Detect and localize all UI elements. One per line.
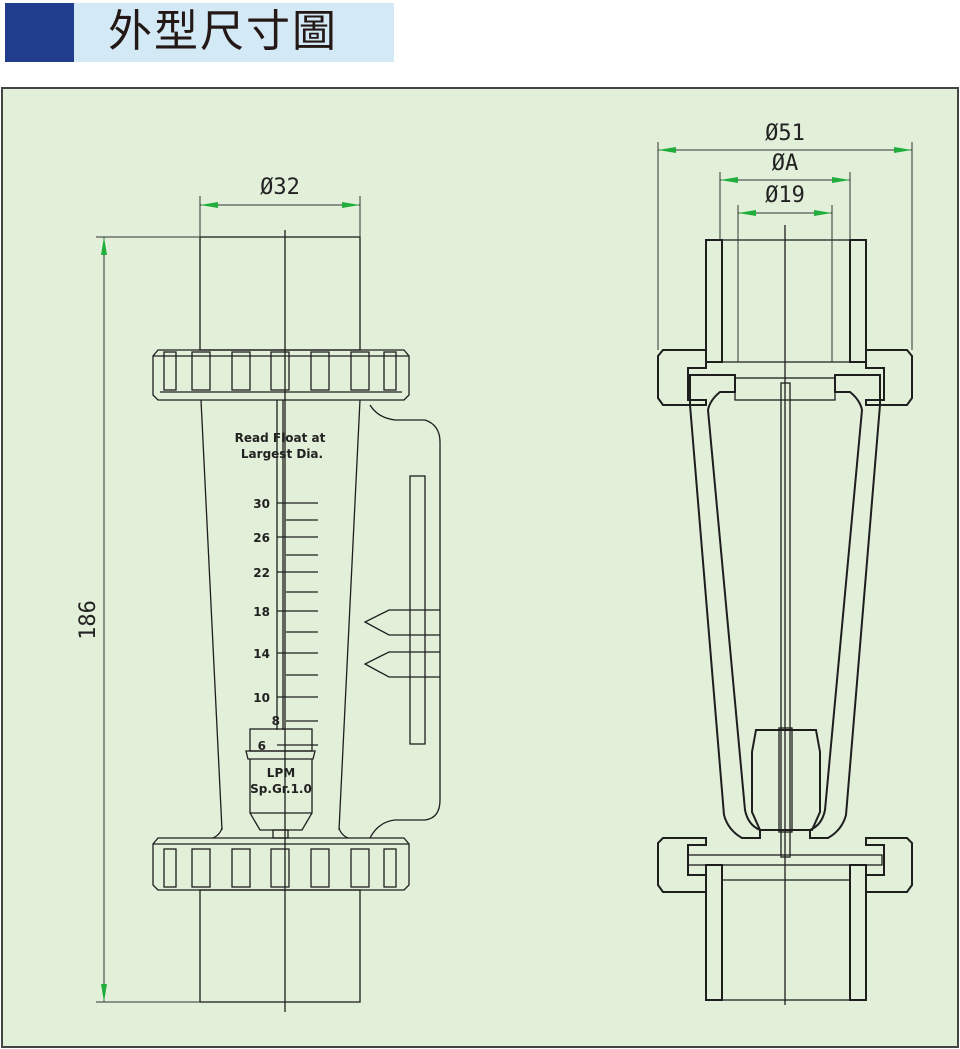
bottom-pipe [199, 889, 361, 1003]
front-view: 30 26 22 18 14 10 8 6 Read Float at Larg… [76, 175, 441, 1012]
bottom-union-nut [152, 837, 410, 891]
width-dim-label: Ø32 [260, 175, 300, 200]
tube-wall-left [689, 374, 761, 839]
scale-ticks [277, 502, 318, 746]
outer-dim-label: Ø51 [765, 121, 805, 146]
float-label-line2: Sp.Gr.1.0 [250, 782, 312, 796]
scale-label: 22 [253, 566, 270, 580]
inner-dim-label: Ø19 [765, 183, 805, 208]
scale-bracket [369, 404, 441, 839]
scale-label: 10 [253, 691, 270, 705]
top-nut-section-right [865, 349, 913, 406]
a-diameter-dimension: ØA [719, 151, 851, 240]
header-band [74, 3, 394, 62]
top-union-nut [152, 349, 410, 401]
body-right-edge [338, 399, 361, 831]
pointer-lower [363, 651, 440, 678]
scale-label: 6 [258, 739, 266, 753]
tube-wall-right [809, 374, 881, 839]
scale-label: 18 [253, 605, 270, 619]
height-dimension: 186 [76, 236, 200, 1003]
scale-labels: 30 26 22 18 14 10 8 6 [253, 497, 280, 753]
inner-diameter-dimension: Ø19 [737, 183, 833, 362]
top-nut-section-left [657, 349, 707, 406]
read-note-line2: Largest Dia. [241, 447, 323, 461]
read-note-line1: Read Float at [235, 431, 326, 445]
page-title: 外型尺寸圖 [108, 6, 338, 57]
float-label-line1: LPM [267, 766, 295, 780]
pointer-upper [363, 609, 440, 636]
a-dim-label: ØA [772, 151, 799, 176]
scale-label: 26 [253, 531, 270, 545]
bottom-nut-slots [163, 848, 397, 888]
header-accent-block [5, 3, 74, 62]
drawing-panel [1, 87, 959, 1048]
top-nut-slots [163, 351, 397, 391]
height-dim-label: 186 [76, 600, 101, 640]
outer-diameter-dimension: Ø51 [657, 121, 913, 350]
float-stop [734, 377, 836, 401]
float [245, 728, 316, 839]
section-guide-rod [780, 382, 791, 858]
scale-label: 8 [272, 714, 280, 728]
section-view: Ø51 ØA Ø19 [657, 121, 913, 1005]
width-dimension: Ø32 [199, 175, 361, 237]
body-left-edge [200, 399, 223, 831]
scale-label: 14 [253, 647, 270, 661]
scale-label: 30 [253, 497, 270, 511]
section-float [751, 729, 821, 831]
